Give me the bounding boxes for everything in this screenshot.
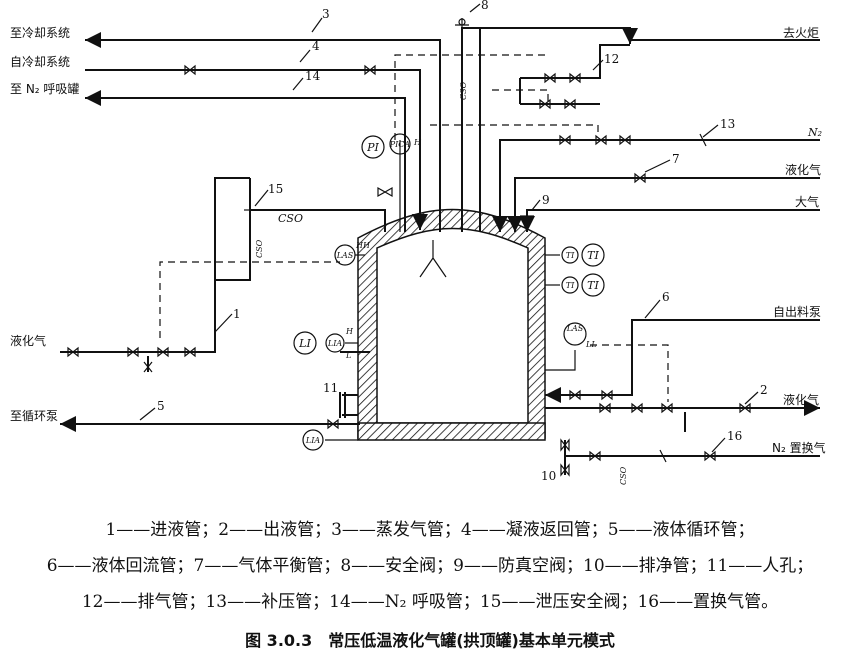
las-hh-label: LAS	[336, 251, 354, 260]
line-8-safety-valve	[455, 18, 480, 232]
num-4: 4	[312, 39, 320, 53]
num-9: 9	[542, 193, 550, 207]
num-11: 11	[323, 381, 338, 395]
cso-tag-8: CSO	[459, 81, 468, 100]
line-14-n2-breather	[85, 90, 406, 232]
figure-caption: 图 3.0.3 常压低温液化气罐(拱顶罐)基本单元模式	[245, 631, 615, 650]
num-8: 8	[481, 0, 489, 12]
ti1-big-bubble	[581, 243, 605, 267]
li-big-label: LI	[298, 337, 311, 350]
las-hh-mark: HH	[355, 241, 371, 250]
ti2-small-label: TI	[566, 281, 575, 290]
line-10-drain	[560, 438, 570, 477]
line-9-vacuum	[519, 209, 820, 232]
ti1-big-label: TI	[587, 249, 599, 262]
label-liquefied-gas-mid: 液化气	[785, 162, 821, 177]
label-to-cooling: 至冷却系统	[10, 26, 70, 40]
num-14: 14	[305, 69, 321, 83]
lia-small-bubble	[325, 333, 345, 353]
reflux-dashed-signal	[590, 344, 669, 402]
las-ll-mark: LL	[585, 340, 597, 349]
label-n2-replacement: N₂ 置换气	[772, 440, 826, 455]
num-13: 13	[720, 117, 735, 131]
las-ll-connection	[545, 350, 576, 371]
num-2: 2	[760, 383, 768, 397]
lia-l-label: L	[345, 351, 351, 360]
line-7-balance	[507, 172, 820, 232]
label-liquefied-gas-left: 液化气	[10, 333, 46, 348]
ti2-big-label: TI	[587, 279, 599, 292]
line-2-outlet	[545, 400, 820, 432]
num-10: 10	[541, 469, 556, 483]
ti2-small-bubble	[561, 276, 579, 294]
tank-bottom	[357, 422, 546, 441]
line-12-vent	[479, 27, 820, 232]
num-12: 12	[604, 52, 619, 66]
las-ll-bubble	[563, 322, 587, 346]
num-7: 7	[672, 152, 680, 166]
number-leaders	[139, 3, 759, 453]
line-1-inlet	[60, 177, 370, 373]
num-5: 5	[157, 399, 165, 413]
line-6-reflux	[545, 319, 820, 403]
ti1-small-bubble	[561, 246, 579, 264]
pica-bubble	[389, 133, 411, 155]
cso-tag-15-h: CSO	[278, 212, 303, 225]
pica-dashed-signal	[394, 54, 546, 140]
label-from-cooling: 自冷却系统	[10, 55, 70, 69]
label-from-feed-pump: 自出料泵	[773, 305, 821, 319]
num-6: 6	[662, 290, 670, 304]
legend-line-1: 1——进液管；2——出液管；3——蒸发气管；4——凝液返回管；5——液体循环管；	[105, 520, 755, 540]
label-to-circulation-pump: 至循环泵	[10, 409, 58, 423]
line-4-condensate-return	[85, 64, 428, 230]
label-atmosphere: 大气	[795, 194, 819, 209]
line-3-evaporation	[85, 32, 441, 232]
lia-h-label: H	[345, 327, 354, 336]
ti2-big-bubble	[581, 273, 605, 297]
label-n2: N₂	[807, 126, 822, 139]
line-15-relief	[244, 186, 393, 238]
cso-tag-15-v: CSO	[255, 239, 264, 258]
li-big-bubble	[293, 331, 317, 355]
vortex-breaker-icon	[419, 240, 447, 278]
line-5-circulation	[60, 416, 360, 432]
tank-wall-hatch	[357, 208, 546, 439]
label-to-flare: 去火炬	[783, 26, 819, 40]
cso-tag-16: CSO	[619, 466, 628, 485]
legend-line-3: 12——排气管；13——补压管；14——N₂ 呼吸管；15——泄压安全阀；16—…	[81, 592, 779, 612]
lia-bottom-bubble	[302, 429, 324, 451]
num-1: 1	[233, 307, 241, 321]
pi-label: PI	[366, 141, 379, 154]
las-ll-label: LAS	[566, 324, 584, 333]
num-3: 3	[322, 7, 330, 21]
label-liquefied-gas-right: 液化气	[783, 392, 819, 407]
manhole	[339, 392, 358, 418]
pica-label: PICA	[389, 140, 411, 149]
pica-h-label: H	[413, 138, 422, 147]
label-to-n2-breather: 至 N₂ 呼吸罐	[10, 82, 79, 96]
vent-dashed-signal	[492, 89, 549, 104]
line-13-makeup	[492, 133, 820, 232]
lia-bottom-label: LIA	[305, 436, 320, 445]
lia-small-label: LIA	[327, 339, 342, 348]
pi-bubble	[361, 135, 385, 159]
num-16: 16	[727, 429, 742, 443]
makeup-dashed-signal	[430, 124, 599, 136]
legend-line-2: 6——液体回流管；7——气体平衡管；8——安全阀；9——防真空阀；10——排净管…	[46, 556, 814, 576]
ti1-small-label: TI	[566, 251, 575, 260]
tank	[357, 208, 546, 441]
las-hh-bubble	[334, 244, 356, 266]
inlet-dashed-signal	[159, 261, 340, 338]
num-15: 15	[268, 182, 283, 196]
